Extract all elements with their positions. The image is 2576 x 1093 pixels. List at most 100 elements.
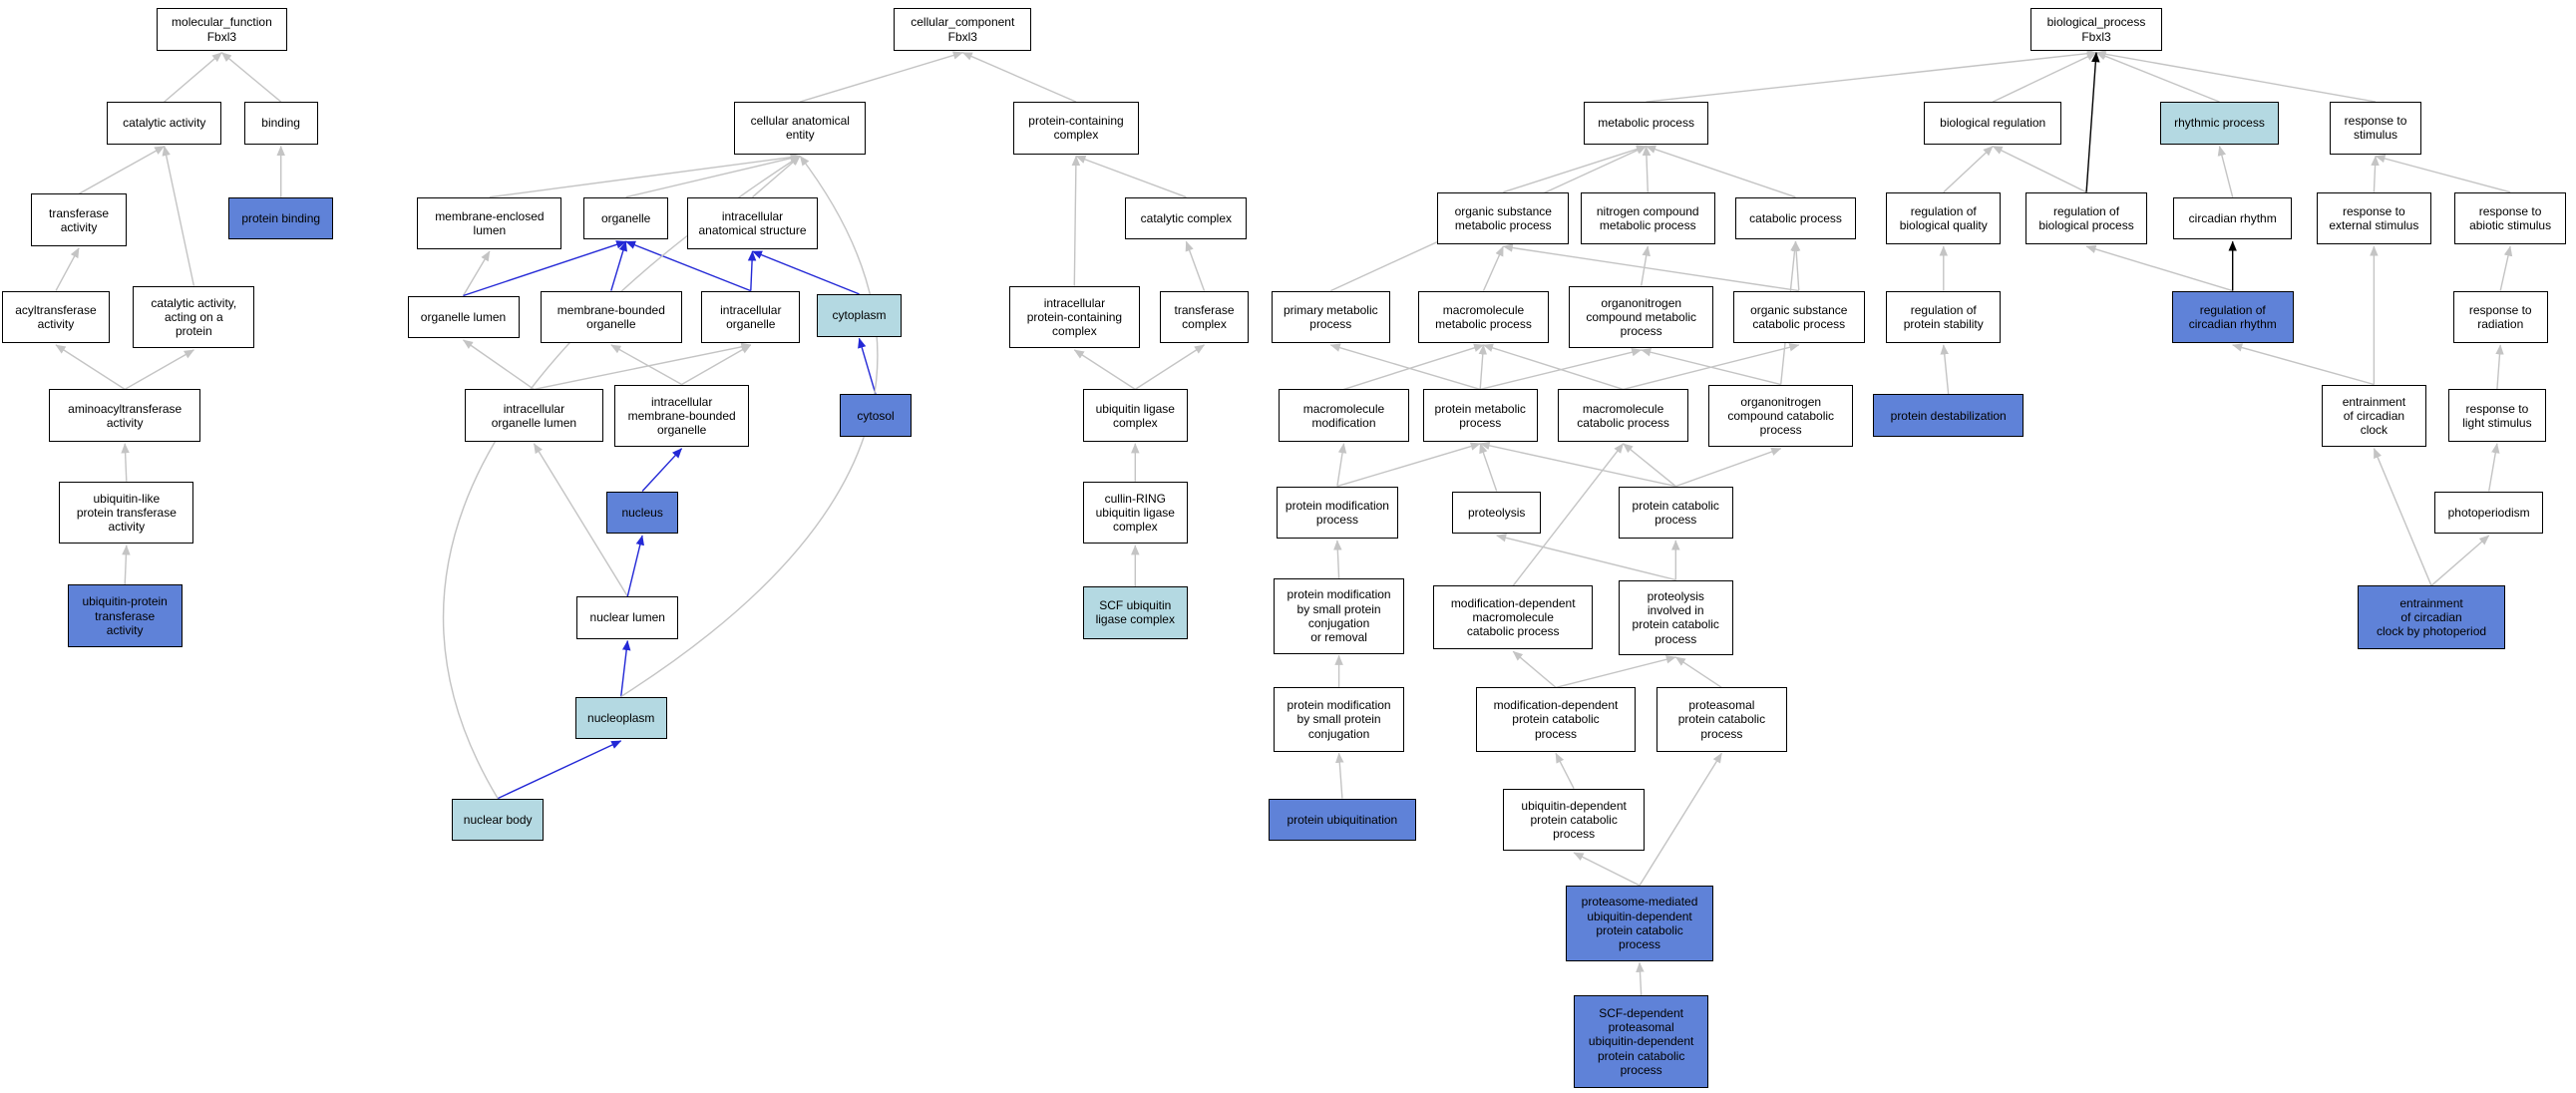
go-node-macromolecule_cp[interactable]: macromolecule catabolic process [1557,389,1689,443]
edge-protein_cp-to-protein_mp [1479,441,1676,488]
go-node-nitrogen_compound_mp[interactable]: nitrogen compound metabolic process [1580,191,1715,245]
go-node-response_external_stimulus[interactable]: response to external stimulus [2316,191,2431,245]
edge-response_external_stimulus-to-response_to_stimulus [2371,155,2380,192]
go-node-protein_mp[interactable]: protein metabolic process [1422,389,1538,443]
go-node-cc_root[interactable]: cellular_component Fbxl3 [894,8,1032,51]
edge-response_to_stimulus-to-bp_root [2095,50,2377,103]
go-node-intracellular_organelle[interactable]: intracellular organelle [701,290,801,344]
go-node-nucleoplasm[interactable]: nucleoplasm [574,696,667,740]
go-node-entrainment_cc[interactable]: entrainment of circadian clock [2321,384,2427,448]
go-node-nuclear_lumen[interactable]: nuclear lumen [576,596,679,639]
go-node-pm_small_conj[interactable]: protein modification by small protein co… [1273,687,1405,752]
go-node-response_radiation[interactable]: response to radiation [2452,290,2548,344]
go-node-protein_modification_process[interactable]: protein modification process [1277,486,1398,540]
go-node-nuclear_body[interactable]: nuclear body [452,798,545,842]
go-node-aminoacyltransferase[interactable]: aminoacyltransferase activity [49,389,200,443]
edge-nuclear_lumen-to-nucleus [626,535,644,597]
go-node-pm_small_conj_removal[interactable]: protein modification by small protein co… [1273,577,1405,654]
go-node-primary_mp[interactable]: primary metabolic process [1272,290,1390,344]
edge-transferase_activity-to-catalytic_activity [78,145,166,195]
go-node-membrane_enclosed_lumen[interactable]: membrane-enclosed lumen [417,196,562,250]
go-node-biological_regulation[interactable]: biological regulation [1924,102,2062,145]
go-node-catalytic_activity[interactable]: catalytic activity [107,102,222,145]
go-node-protein_cp[interactable]: protein catabolic process [1618,486,1733,540]
edge-photoperiodism-to-response_light [2488,443,2500,492]
go-node-ub_protein_transferase[interactable]: ubiquitin-protein transferase activity [67,584,183,647]
go-node-mod_dep_macromolecule_cp[interactable]: modification-dependent macromolecule cat… [1433,585,1594,650]
go-node-protein_binding[interactable]: protein binding [228,196,334,240]
go-node-response_to_stimulus[interactable]: response to stimulus [2329,102,2422,155]
go-node-organelle[interactable]: organelle [582,196,669,240]
go-node-nucleus[interactable]: nucleus [605,491,679,535]
go-node-reg_circadian_rhythm[interactable]: regulation of circadian rhythm [2171,290,2294,344]
edge-organelle_lumen-to-organelle [463,240,627,297]
go-node-acyltransferase_activity[interactable]: acyltransferase activity [1,290,111,344]
go-node-transferase_complex[interactable]: transferase complex [1160,290,1249,344]
edge-response_radiation-to-response_abiotic_stimulus [2499,245,2513,291]
go-node-catalytic_acting_protein[interactable]: catalytic activity, acting on a protein [133,285,255,349]
go-node-proteasomal_pcp[interactable]: proteasomal protein catabolic process [1656,687,1788,752]
go-node-cellular_anatomical_entity[interactable]: cellular anatomical entity [734,102,867,155]
go-node-cytoplasm[interactable]: cytoplasm [816,293,903,337]
go-node-protein_containing_complex[interactable]: protein-containing complex [1013,102,1139,155]
edge-catabolic_process-to-metabolic_process [1646,145,1796,198]
go-node-circadian_rhythm[interactable]: circadian rhythm [2173,196,2292,240]
edge-circadian_rhythm-to-rhythmic_process [2217,146,2234,197]
edge-nuclear_body-to-nucleoplasm [497,740,622,800]
go-node-membrane_bounded_organelle[interactable]: membrane-bounded organelle [541,290,682,344]
go-node-protein_destabilization[interactable]: protein destabilization [1872,394,2024,438]
go-node-reg_protein_stability[interactable]: regulation of protein stability [1886,290,2002,344]
go-node-intracellular_organelle_lumen[interactable]: intracellular organelle lumen [465,389,603,443]
go-node-metabolic_process[interactable]: metabolic process [1584,102,1709,145]
go-node-protein_ubiquitination[interactable]: protein ubiquitination [1268,798,1416,842]
go-node-intracellular_pcc[interactable]: intracellular protein-containing complex [1008,285,1141,349]
go-node-photoperiodism[interactable]: photoperiodism [2434,491,2543,535]
edge-binding-to-mf_root [220,52,282,103]
edge-catalytic_activity-to-mf_root [164,52,222,103]
go-node-proteasome_mediated[interactable]: proteasome-mediated ubiquitin-dependent … [1565,885,1714,961]
go-node-transferase_activity[interactable]: transferase activity [31,193,127,247]
go-node-reg_biological_process[interactable]: regulation of biological process [2025,191,2147,245]
edge-intracellular_organelle_lumen-to-intracellular_organelle [534,342,752,391]
go-node-catabolic_process[interactable]: catabolic process [1734,196,1857,240]
edge-aminoacyltransferase-to-acyltransferase_activity [55,344,126,390]
go-node-macromolecule_mp[interactable]: macromolecule metabolic process [1417,290,1550,344]
edge-intracellular_pcc-to-protein_containing_complex [1071,155,1081,286]
go-node-entrainment_photoperiod[interactable]: entrainment of circadian clock by photop… [2357,585,2506,650]
edge-organelle_lumen-to-membrane_enclosed_lumen [462,250,491,296]
go-node-response_light[interactable]: response to light stimulus [2447,389,2547,443]
go-node-cullin_ring[interactable]: cullin-RING ubiquitin ligase complex [1082,481,1188,545]
edge-reg_biological_process-to-bp_root [2085,52,2100,192]
edge-ubiquitin_ligase_complex-to-transferase_complex [1134,344,1205,390]
go-node-macromolecule_modification[interactable]: macromolecule modification [1278,389,1410,443]
go-node-rhythmic_process[interactable]: rhythmic process [2160,102,2279,145]
go-node-ub_dep_pcp[interactable]: ubiquitin-dependent protein catabolic pr… [1503,788,1645,852]
edge-mod_dep_macromolecule_cp-to-macromolecule_cp [1512,443,1625,586]
go-node-proteolysis[interactable]: proteolysis [1452,491,1542,535]
go-node-bp_root[interactable]: biological_process Fbxl3 [2030,8,2162,51]
go-node-organelle_lumen[interactable]: organelle lumen [407,295,520,339]
go-node-cytosol[interactable]: cytosol [839,394,913,438]
go-node-intracellular_anatomical_structure[interactable]: intracellular anatomical structure [686,196,819,250]
go-node-response_abiotic_stimulus[interactable]: response to abiotic stimulus [2454,191,2567,245]
go-node-organonitrogen_mp[interactable]: organonitrogen compound metabolic proces… [1569,285,1714,349]
go-node-organic_substance_mp[interactable]: organic substance metabolic process [1437,191,1570,245]
go-node-mf_root[interactable]: molecular_function Fbxl3 [156,8,288,51]
go-node-reg_biological_quality[interactable]: regulation of biological quality [1886,191,2002,245]
go-node-organic_substance_cp[interactable]: organic substance catabolic process [1732,290,1865,344]
go-node-binding[interactable]: binding [243,102,318,145]
edge-organic_substance_cp-to-catabolic_process [1791,240,1801,291]
go-node-intracellular_mb_organelle[interactable]: intracellular membrane-bounded organelle [614,384,750,448]
go-node-catalytic_complex[interactable]: catalytic complex [1125,196,1248,240]
go-node-mod_dep_pcp[interactable]: modification-dependent protein catabolic… [1476,687,1636,752]
go-node-ubiquitin_ligase_complex[interactable]: ubiquitin ligase complex [1082,389,1188,443]
go-node-proteolysis_in_pcp[interactable]: proteolysis involved in protein cataboli… [1618,579,1733,656]
edge-protein_cp-to-macromolecule_cp [1623,443,1676,488]
go-node-ubl_transferase[interactable]: ubiquitin-like protein transferase activ… [59,481,194,545]
go-node-organonitrogen_cp[interactable]: organonitrogen compound catabolic proces… [1708,384,1854,448]
go-node-scf_complex[interactable]: SCF ubiquitin ligase complex [1082,586,1188,639]
go-node-scf_dep[interactable]: SCF-dependent proteasomal ubiquitin-depe… [1574,995,1709,1088]
edge-entrainment_photoperiod-to-entrainment_cc [2373,448,2432,586]
edge-protein_modification_process-to-macromolecule_modification [1336,443,1347,487]
